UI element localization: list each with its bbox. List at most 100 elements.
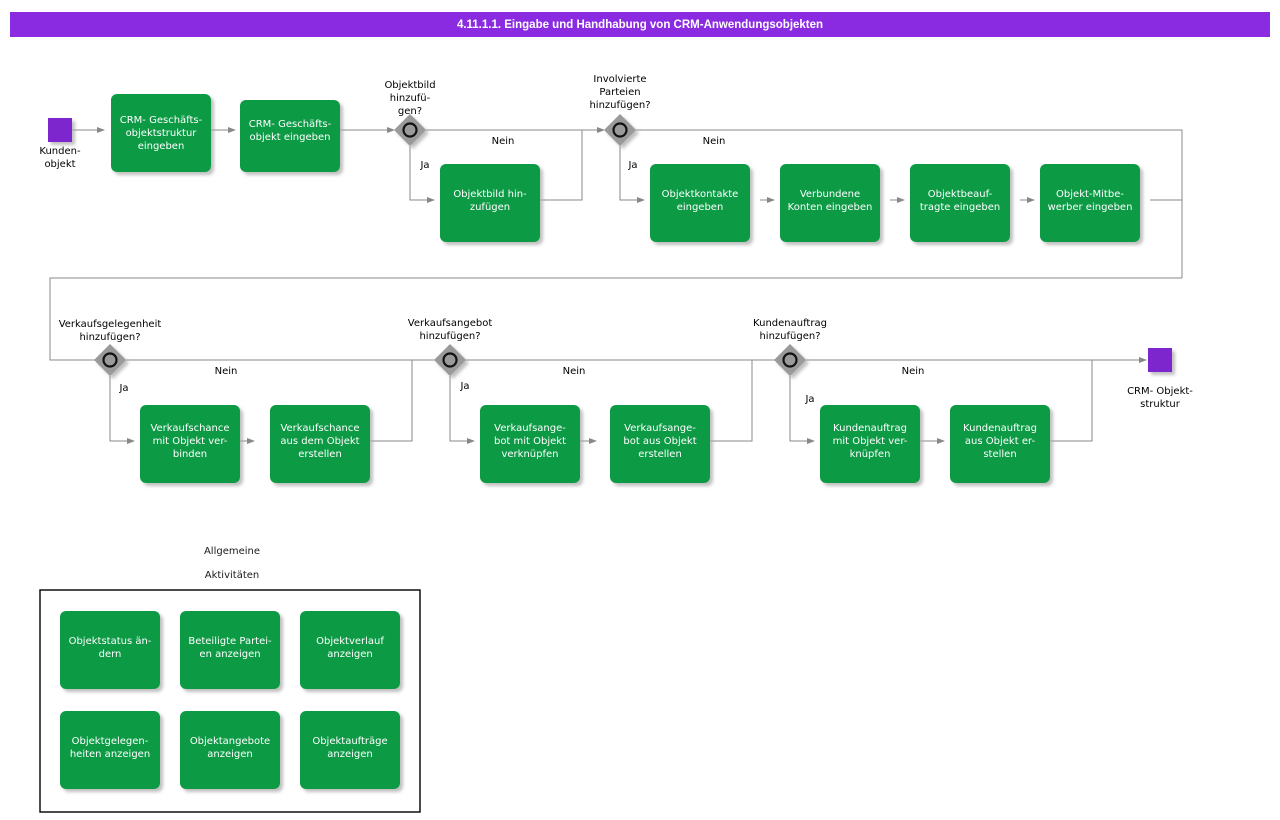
edge-label-yes: Ja (118, 383, 128, 394)
task-objektkontakte-eingeben[interactable]: Objektkontakte eingeben (650, 164, 750, 242)
activity-label: heiten anzeigen (70, 749, 150, 760)
edge-label-yes: Ja (459, 381, 469, 392)
task-verkaufschance-mit-objekt-verbinden[interactable]: Verkaufschance mit Objekt ver- binden (140, 405, 240, 483)
gateway-label: Parteien (599, 87, 640, 98)
activity-label: anzeigen (327, 649, 372, 660)
task-verkaufschance-aus-dem-objekt-erstellen[interactable]: Verkaufschance aus dem Objekt erstellen (270, 405, 370, 483)
task-label: objekt eingeben (250, 132, 331, 143)
task-label: eingeben (677, 202, 724, 213)
task-verbundene-konten-eingeben[interactable]: Verbundene Konten eingeben (780, 164, 880, 242)
task-label: binden (173, 449, 207, 460)
activity-beteiligte-parteien-anzeigen[interactable]: Beteiligte Partei- en anzeigen (180, 611, 280, 689)
task-label: CRM- Geschäfts- (249, 119, 332, 130)
activity-label: Objektgelegen- (72, 736, 149, 747)
activity-label: en anzeigen (199, 649, 260, 660)
task-objektbeauftragte-eingeben[interactable]: Objektbeauf- tragte eingeben (910, 164, 1010, 242)
task-label: Objekt-Mitbe- (1056, 189, 1124, 200)
activities-caption-line2: Aktivitäten (205, 570, 260, 581)
task-label: Kundenauftrag (963, 423, 1037, 434)
task-label: verknüpfen (501, 449, 558, 460)
gateway-label: Objektbild (384, 80, 435, 91)
task-label: werber eingeben (1048, 202, 1133, 213)
gateway-label: Kundenauftrag (753, 318, 827, 329)
task-label: erstellen (638, 449, 682, 460)
activity-label: anzeigen (327, 749, 372, 760)
task-label: Verkaufsange- (494, 423, 566, 434)
gateway-label: hinzufü- (390, 93, 431, 104)
activities-group-panel (39, 589, 421, 813)
edge-label-no: Nein (902, 366, 925, 377)
gateway-verkaufsgelegenheit-hinzufuegen[interactable] (94, 344, 126, 376)
task-label: Objektbild hin- (453, 189, 527, 200)
task-label: eingeben (138, 141, 185, 152)
task-label: bot mit Objekt (494, 436, 566, 447)
end-node-label-line1: CRM- Objekt- (1127, 386, 1193, 397)
activity-objektgelegenheiten-anzeigen[interactable]: Objektgelegen- heiten anzeigen (60, 711, 160, 789)
edge-label-no: Nein (703, 136, 726, 147)
gateway-label: hinzufügen? (79, 332, 140, 343)
gateway-objektbild-hinzufuegen[interactable] (394, 114, 426, 146)
task-crm-geschaeftsobjektstruktur-eingeben[interactable]: CRM- Geschäfts- objektstruktur eingeben (111, 94, 211, 172)
start-node-label-line1: Kunden- (39, 146, 81, 157)
task-label: tragte eingeben (920, 202, 1000, 213)
task-label: Verkaufschance (280, 423, 359, 434)
activities-caption-line1: Allgemeine (204, 546, 260, 557)
activity-label: Objektangebote (190, 736, 270, 747)
gateway-label: gen? (398, 106, 422, 117)
activity-label: anzeigen (207, 749, 252, 760)
edge-label-yes: Ja (804, 394, 814, 405)
task-label: Verkaufsange- (624, 423, 696, 434)
gateway-label: Involvierte (593, 74, 646, 85)
activity-label: Objektstatus än- (69, 636, 152, 647)
task-label: erstellen (298, 449, 342, 460)
task-label: CRM- Geschäfts- (120, 115, 203, 126)
gateway-involvierte-parteien-hinzufuegen[interactable] (604, 114, 636, 146)
edge-label-yes: Ja (627, 160, 637, 171)
activity-objektauftraege-anzeigen[interactable]: Objektaufträge anzeigen (300, 711, 400, 789)
connectors-row2 (109, 357, 1147, 444)
task-label: Verkaufschance (150, 423, 229, 434)
gateway-label: hinzufügen? (589, 100, 650, 111)
task-label: mit Objekt ver- (833, 436, 908, 447)
activity-label: dern (99, 649, 122, 660)
task-label: knüpfen (850, 449, 891, 460)
page-title: 4.11.1.1. Eingabe und Handhabung von CRM… (10, 12, 1270, 37)
activity-label: Beteiligte Partei- (188, 636, 272, 647)
task-verkaufsangebot-mit-objekt-verknuepfen[interactable]: Verkaufsange- bot mit Objekt verknüpfen (480, 405, 580, 483)
start-node-label-line2: objekt (44, 159, 75, 170)
gateway-kundenauftrag-hinzufuegen[interactable] (774, 344, 806, 376)
gateway-label: Verkaufsangebot (408, 318, 493, 329)
activity-label: Objektverlauf (316, 636, 384, 647)
task-objekt-mitbewerber-eingeben[interactable]: Objekt-Mitbe- werber eingeben (1040, 164, 1140, 242)
task-crm-geschaeftsobjekt-eingeben[interactable]: CRM- Geschäfts- objekt eingeben (240, 100, 340, 172)
task-label: zufügen (470, 202, 510, 213)
task-label: Konten eingeben (788, 202, 873, 213)
task-label: aus dem Objekt (280, 436, 359, 447)
gateway-label: hinzufügen? (759, 331, 820, 342)
task-label: bot aus Objekt (623, 436, 696, 447)
activity-objektstatus-aendern[interactable]: Objektstatus än- dern (60, 611, 160, 689)
activity-objektverlauf-anzeigen[interactable]: Objektverlauf anzeigen (300, 611, 400, 689)
task-label: Verbundene (800, 189, 860, 200)
task-label: Kundenauftrag (833, 423, 907, 434)
task-label: aus Objekt er- (965, 436, 1036, 447)
activity-label: Objektaufträge (312, 736, 387, 747)
task-kundenauftrag-mit-objekt-verknuepfen[interactable]: Kundenauftrag mit Objekt ver- knüpfen (820, 405, 920, 483)
start-node-kundenobjekt[interactable] (48, 118, 72, 142)
task-label: Objektkontakte (662, 189, 739, 200)
gateway-label: hinzufügen? (419, 331, 480, 342)
task-verkaufsangebot-aus-objekt-erstellen[interactable]: Verkaufsange- bot aus Objekt erstellen (610, 405, 710, 483)
task-kundenauftrag-aus-objekt-erstellen[interactable]: Kundenauftrag aus Objekt er- stellen (950, 405, 1050, 483)
gateway-label: Verkaufsgelegenheit (59, 319, 162, 330)
activity-objektangebote-anzeigen[interactable]: Objektangebote anzeigen (180, 711, 280, 789)
gateway-verkaufsangebot-hinzufuegen[interactable] (434, 344, 466, 376)
task-label: stellen (983, 449, 1016, 460)
task-label: mit Objekt ver- (153, 436, 228, 447)
task-objektbild-hinzufuegen[interactable]: Objektbild hin- zufügen (440, 164, 540, 242)
edge-label-no: Nein (563, 366, 586, 377)
task-label: Objektbeauf- (928, 189, 993, 200)
end-node-label-line2: struktur (1140, 399, 1181, 410)
edge-label-no: Nein (215, 366, 238, 377)
end-node-crm-objektstruktur[interactable] (1148, 348, 1172, 372)
